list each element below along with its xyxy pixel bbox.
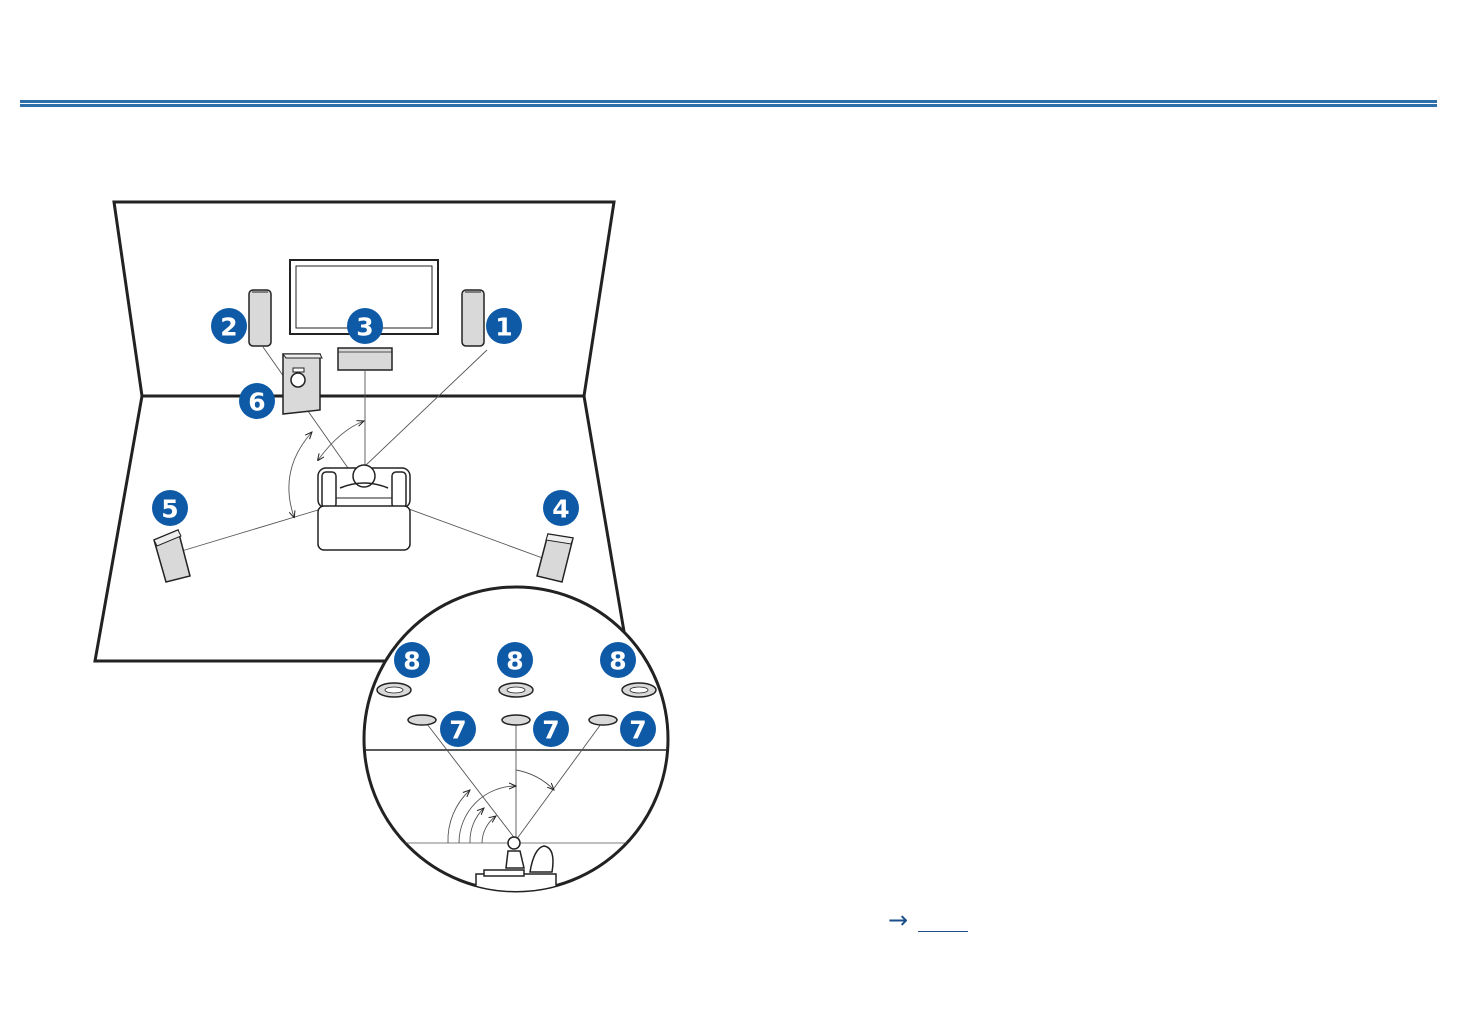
badge-front-left: 2 xyxy=(211,308,247,344)
svg-text:7: 7 xyxy=(449,716,466,745)
svg-text:3: 3 xyxy=(356,313,373,342)
page-reference-link[interactable]: → xyxy=(888,906,978,934)
svg-text:8: 8 xyxy=(506,647,523,676)
badge-surround-right: 4 xyxy=(543,490,579,526)
svg-text:7: 7 xyxy=(542,716,559,745)
svg-text:1: 1 xyxy=(495,313,512,342)
front-right-speaker xyxy=(462,290,484,346)
badge-top-middle-left: 7 xyxy=(440,711,476,747)
badge-top-middle-center: 7 xyxy=(533,711,569,747)
badge-top-middle-right: 7 xyxy=(620,711,656,747)
link-underline xyxy=(918,931,968,932)
badge-top-front-left: 8 xyxy=(394,642,430,678)
badge-subwoofer: 6 xyxy=(239,383,275,419)
front-left-speaker xyxy=(249,290,271,346)
svg-text:8: 8 xyxy=(403,647,420,676)
svg-text:6: 6 xyxy=(248,388,265,417)
right-arrow-icon: → xyxy=(888,906,908,934)
badge-top-front-right: 8 xyxy=(600,642,636,678)
badge-center: 3 xyxy=(347,308,383,344)
badge-top-front-center: 8 xyxy=(497,642,533,678)
svg-text:2: 2 xyxy=(220,313,237,342)
badge-surround-left: 5 xyxy=(152,490,188,526)
subwoofer xyxy=(283,354,322,414)
svg-text:5: 5 xyxy=(161,495,178,524)
sofa-listener xyxy=(318,465,410,550)
center-speaker xyxy=(338,348,392,370)
svg-text:7: 7 xyxy=(629,716,646,745)
badge-front-right: 1 xyxy=(486,308,522,344)
svg-text:8: 8 xyxy=(609,647,626,676)
svg-text:4: 4 xyxy=(552,495,569,524)
